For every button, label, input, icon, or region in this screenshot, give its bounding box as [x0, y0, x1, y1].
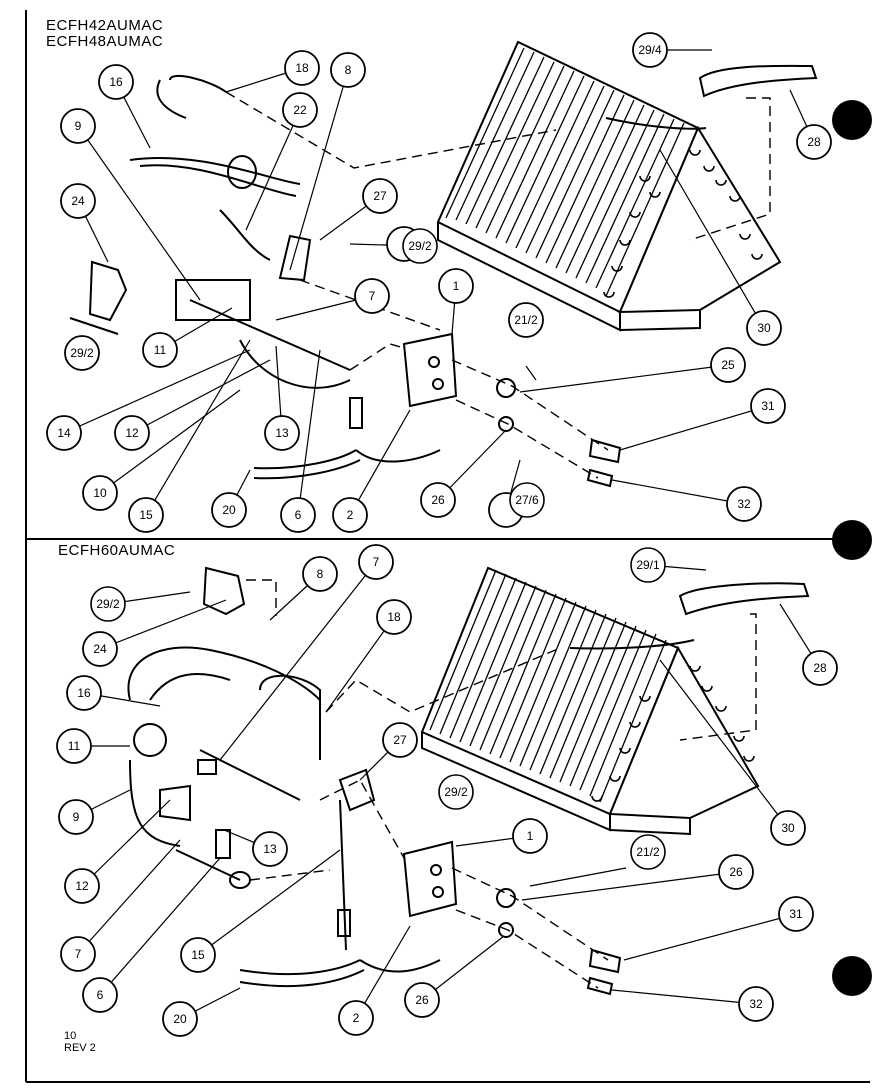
- callout-label: 29/1: [636, 558, 660, 572]
- callout-label: 9: [75, 119, 82, 133]
- model-title-bottom: ECFH60AUMAC: [58, 542, 176, 559]
- callout-label: 32: [737, 497, 751, 511]
- callout-label: 28: [813, 661, 827, 675]
- page-number: 10: [64, 1030, 77, 1042]
- callout-label: 21/2: [514, 313, 538, 327]
- callout-label: 14: [57, 426, 71, 440]
- callout-label: 30: [781, 821, 795, 835]
- callout-label: 15: [191, 948, 205, 962]
- callout-label: 2: [353, 1011, 360, 1025]
- callout-label: 13: [275, 426, 289, 440]
- callout-label: 12: [125, 426, 139, 440]
- callout-label: 7: [369, 289, 376, 303]
- callout-label: 8: [345, 63, 352, 77]
- leader-lines-top: [225, 91, 771, 479]
- callout-label: 24: [93, 642, 107, 656]
- callout-label: 9: [73, 810, 80, 824]
- callout-label: 10: [93, 486, 107, 500]
- callout-label: 13: [263, 842, 277, 856]
- callout-label: 24: [71, 194, 85, 208]
- callout-label: 29/2: [408, 239, 432, 253]
- bracket-top: [402, 332, 458, 408]
- callout-label: 25: [721, 358, 735, 372]
- callout-label: 1: [527, 829, 534, 843]
- binder-hole: [832, 100, 872, 140]
- callout-label: 16: [109, 75, 123, 89]
- callout-label: 26: [729, 865, 743, 879]
- callout-label: 7: [373, 555, 380, 569]
- baffle-top: [698, 64, 818, 98]
- baffle-bottom: [678, 582, 810, 616]
- callout-label: 20: [222, 503, 236, 517]
- hairpin-bends-top: [603, 149, 763, 298]
- bottom-assembly: [127, 566, 810, 996]
- callout-label: 12: [75, 879, 89, 893]
- callout-label: 22: [293, 103, 307, 117]
- callout-label: 30: [757, 321, 771, 335]
- callout-label: 18: [295, 61, 309, 75]
- callout-label: 18: [387, 610, 401, 624]
- top-assembly: [69, 40, 818, 488]
- callouts-bottom: [56, 544, 838, 1037]
- bracket-bottom: [402, 840, 458, 918]
- callout-label: 6: [295, 508, 302, 522]
- callout-label: 7: [75, 947, 82, 961]
- a-coil-top: [436, 40, 782, 332]
- binder-hole: [832, 520, 872, 560]
- callout-label: 1: [453, 279, 460, 293]
- model-title-top: ECFH42AUMAC ECFH48AUMAC: [46, 18, 163, 50]
- fraction-rings: [90, 228, 666, 870]
- callout-label: 6: [97, 988, 104, 1002]
- callout-label: 27: [373, 189, 387, 203]
- callout-label: 29/2: [70, 346, 94, 360]
- revision-note: 10 REV 2: [64, 1030, 96, 1054]
- callout-label: 11: [68, 739, 81, 753]
- callout-label: 8: [317, 567, 324, 581]
- callout-label: 27: [393, 733, 407, 747]
- callout-label: 26: [415, 993, 429, 1007]
- callout-label: 11: [154, 343, 167, 357]
- model-title-line1: ECFH42AUMAC: [46, 17, 164, 34]
- callout-label: 20: [173, 1012, 187, 1026]
- callout-label: 31: [761, 399, 775, 413]
- callout-label: 29/2: [96, 597, 120, 611]
- a-coil-bottom: [420, 566, 760, 836]
- callout-label: 32: [749, 997, 763, 1011]
- leader-lines-bottom: [246, 579, 757, 989]
- callout-label: 29/2: [444, 785, 468, 799]
- binder-hole: [832, 956, 872, 996]
- callout-label: 21/2: [636, 845, 660, 859]
- callout-label: 26: [431, 493, 445, 507]
- callout-label: 31: [789, 907, 803, 921]
- callout-label: 28: [807, 135, 821, 149]
- callout-label: 27/6: [515, 493, 539, 507]
- hairpin-bends-bottom: [591, 665, 755, 802]
- revision-label: REV 2: [64, 1042, 96, 1054]
- callout-label: 2: [347, 508, 354, 522]
- callout-label: 29/4: [638, 43, 662, 57]
- model-title-line2: ECFH48AUMAC: [46, 33, 164, 50]
- callout-label: 16: [77, 686, 91, 700]
- callout-labels: 18 16 8 9 22 24 27 11 7 14 12 13 10 15 2…: [57, 43, 827, 1026]
- callout-label: 15: [139, 508, 153, 522]
